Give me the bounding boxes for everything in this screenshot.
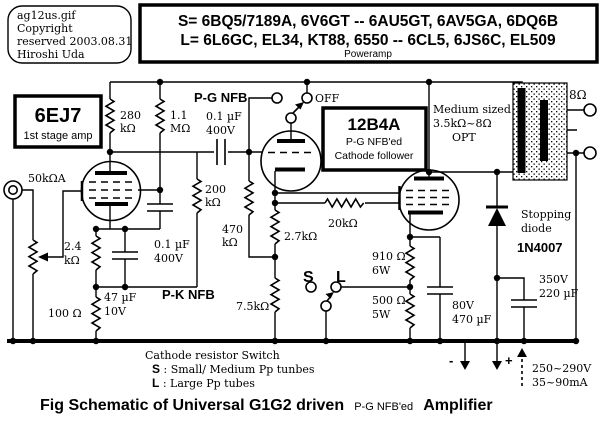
c220-value: 220 µF	[539, 287, 579, 300]
wiring	[7, 81, 584, 362]
r1m1-value: 1.1	[170, 109, 188, 122]
screen-cap-value: 0.1 µF	[154, 238, 190, 251]
input-jack	[3, 180, 23, 200]
r500-watt: 5W	[372, 308, 391, 321]
resistor-470k	[244, 180, 254, 216]
c47-value: 47 µF	[104, 291, 137, 304]
r100-label: 100 Ω	[48, 307, 82, 320]
tube-list-box	[138, 3, 599, 64]
r910-value: 910 Ω	[372, 250, 406, 263]
opt-line3: OPT	[452, 131, 476, 144]
diode-label2: diode	[521, 222, 552, 235]
resistor-500	[405, 293, 415, 329]
r470k-value: 470	[222, 223, 243, 236]
screen-cap-rating: 400V	[154, 252, 184, 265]
off-label: OFF	[315, 92, 340, 105]
opt-line1: Medium sized	[433, 103, 511, 116]
pg-nfb-label: P-G NFB	[194, 90, 247, 105]
resistor-910	[405, 245, 415, 281]
r20k-label: 20kΩ	[328, 217, 358, 230]
components	[3, 78, 597, 386]
pot-label: 50kΩA	[28, 172, 67, 185]
r280-unit: kΩ	[120, 122, 136, 135]
resistor-2.4k	[91, 235, 101, 271]
resistor-100	[91, 296, 101, 332]
r2k7-label: 2.7kΩ	[284, 230, 317, 243]
screen-bypass-cap	[147, 203, 173, 212]
output-transformer	[512, 82, 568, 181]
credit-line2: Copyright	[17, 22, 73, 35]
driver-sub1: P-G NFB'ed	[346, 136, 402, 148]
psu-current: 35~90mA	[532, 376, 589, 389]
tube-12b4a	[260, 130, 322, 192]
note-s: S : Small/ Medium Pp tunbes	[152, 362, 315, 376]
labels: ag12us.gif Copyright reserved 2003.08.31…	[17, 9, 592, 414]
r2k4-unit: kΩ	[64, 254, 80, 267]
reservoir-cap	[511, 299, 537, 308]
output-terminal-bottom	[583, 146, 597, 160]
c220-volt: 350V	[539, 273, 569, 286]
driver-sub2: Cathode follower	[335, 150, 414, 162]
pg-nfb-switch	[271, 92, 313, 124]
coupling-cap	[216, 139, 226, 165]
credit-line4: Hiroshi Uda	[17, 48, 85, 61]
stopping-diode	[486, 205, 508, 226]
driver-box	[321, 106, 428, 172]
cathode-bypass-cap	[112, 251, 138, 260]
speaker-impedance: 8Ω	[569, 88, 587, 102]
resistor-280k	[105, 98, 115, 134]
tube-list-l: L= 6L6GC, EL34, KT88, 6550 -- 6CL5, 6JS6…	[180, 32, 556, 49]
stage1-title: 6EJ7	[35, 105, 82, 127]
output-terminal-top	[583, 103, 597, 117]
psu-plus: +	[505, 353, 513, 368]
coupling-cap-rating: 400V	[206, 124, 236, 137]
psu-volts: 250~290V	[532, 362, 592, 375]
r200-unit: kΩ	[205, 196, 221, 209]
opt-line2: 3.5kΩ~8Ω	[433, 117, 492, 130]
tube-power-pentode	[398, 169, 460, 231]
coupling-cap-value: 0.1 µF	[206, 110, 242, 123]
driver-title: 12B4A	[348, 115, 401, 134]
r470k-unit: kΩ	[222, 236, 238, 249]
resistor-200k	[192, 178, 202, 214]
volume-pot	[28, 239, 48, 275]
tube-list-s: S= 6BQ5/7189A, 6V6GT -- 6AU5GT, 6AV5GA, …	[178, 13, 558, 30]
cathode-switch	[305, 281, 342, 312]
resistor-20k	[324, 198, 365, 208]
tube-6ej7	[80, 160, 142, 222]
resistor-2.7k	[270, 209, 280, 245]
note-title: Cathode resistor Switch	[145, 349, 280, 362]
tube-list-sub: Poweramp	[344, 49, 392, 60]
c470-value: 470 µF	[452, 313, 492, 326]
diode-part: 1N4007	[517, 240, 563, 255]
r500-value: 500 Ω	[372, 294, 406, 307]
credit-box	[7, 5, 132, 64]
r1m1-unit: MΩ	[170, 122, 190, 135]
psu-minus: -	[449, 353, 453, 368]
credit-line1: ag12us.gif	[17, 9, 76, 22]
r7k5-label: 7.5kΩ	[236, 300, 269, 313]
r200-value: 200	[205, 183, 226, 196]
c47-rating: 10V	[104, 305, 127, 318]
psu-arrows	[460, 348, 527, 386]
r2k4-value: 2.4	[64, 240, 82, 253]
figure-caption: Fig Schematic of Universal G1G2 driven P…	[40, 395, 493, 414]
pk-nfb-label: P-K NFB	[162, 287, 215, 302]
resistor-7.5k	[270, 277, 280, 313]
r280-value: 280	[120, 109, 141, 122]
junction-dots	[9, 78, 580, 345]
switch-l-label: L	[336, 269, 346, 286]
diode-label1: Stopping	[521, 208, 571, 221]
note-l: L : Large Pp tubes	[152, 376, 255, 390]
output-cathode-cap	[427, 286, 453, 295]
resistor-1.1M	[155, 98, 165, 134]
info-boxes	[7, 3, 599, 172]
stage1-box	[13, 94, 103, 149]
stage1-sub: 1st stage amp	[23, 130, 92, 142]
credit-line3: reserved 2003.08.31	[17, 35, 132, 48]
bplus-rail	[110, 81, 523, 90]
c470-volt: 80V	[452, 299, 475, 312]
r910-watt: 6W	[372, 264, 391, 277]
switch-s-label: S	[303, 269, 314, 286]
